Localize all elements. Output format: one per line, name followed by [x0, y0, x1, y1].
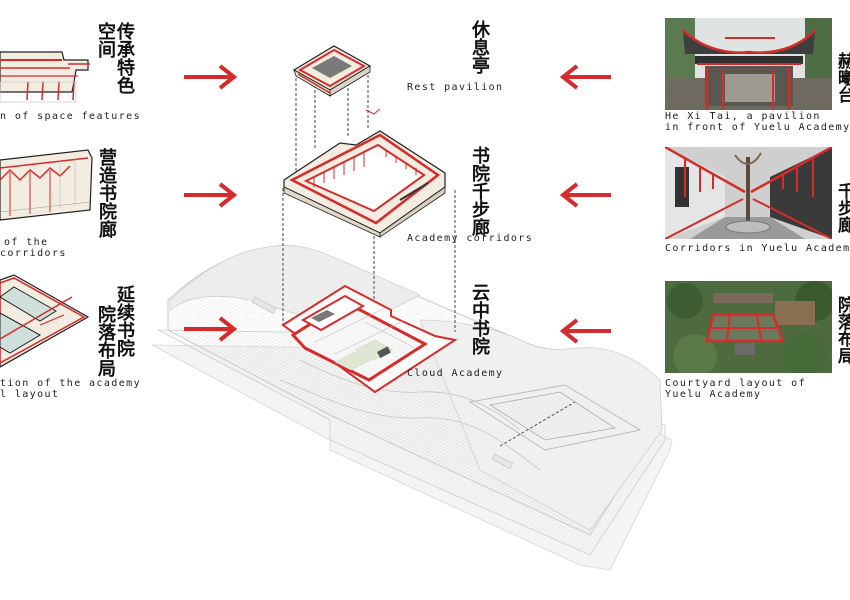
rest-pavilion-caption: Rest pavilion [407, 82, 504, 93]
rest-pavilion-title: 休息亭 [469, 20, 490, 74]
he-xi-tai-photo [665, 18, 832, 110]
left-title-3-col1: 延续书院 [114, 285, 135, 357]
left-title-1-col1: 传承特色 [114, 22, 135, 94]
left-caption-3a: tion of the academy [0, 378, 141, 389]
left-title-1-col2: 空间 [95, 22, 116, 58]
left-title-2-col1: 营造书院廊 [96, 148, 117, 238]
cloud-academy-model [281, 284, 458, 394]
corridor-section-icon [0, 149, 93, 221]
cloud-academy-caption: Cloud Academy [407, 368, 504, 379]
yuelu-courtyard-aerial-photo [665, 281, 832, 373]
arrow-right-icon-2 [184, 182, 238, 208]
right-caption-3a: Courtyard layout of [665, 378, 806, 389]
arrow-left-icon-2 [559, 182, 611, 208]
arrow-left-icon-1 [559, 64, 611, 90]
right-caption-3b: Yuelu Academy [665, 389, 762, 400]
right-title-2: 千步廊 [834, 182, 850, 233]
academy-corridors-title: 书院千步廊 [469, 146, 490, 236]
left-caption-3b: l layout [0, 389, 60, 400]
arrow-right-icon-3 [184, 316, 238, 342]
cloud-academy-title: 云中书院 [469, 283, 490, 355]
roof-eave-fragment-icon [0, 51, 90, 103]
right-caption-1a: He Xi Tai, a pavilion [665, 111, 821, 122]
academy-corridors-caption: Academy corridors [407, 233, 534, 244]
left-caption-1: n of space features [0, 111, 141, 122]
rest-pavilion-model [292, 45, 372, 97]
courtyard-plan-icon [0, 274, 90, 368]
left-caption-2a: of the [4, 237, 49, 248]
right-caption-2: Corridors in Yuelu Academy [665, 243, 850, 254]
arrow-left-icon-3 [559, 318, 611, 344]
arrow-right-icon-1 [184, 64, 238, 90]
academy-corridors-model [283, 130, 446, 238]
left-caption-2b: corridors [0, 248, 67, 259]
yuelu-corridors-photo [665, 147, 832, 239]
right-title-3: 院落布局 [834, 296, 850, 364]
small-red-mark [365, 108, 381, 115]
right-title-1: 赫曦台 [834, 52, 850, 103]
right-caption-1b: in front of Yuelu Academy [665, 122, 850, 133]
left-title-3-col2: 院落布局 [95, 305, 116, 377]
